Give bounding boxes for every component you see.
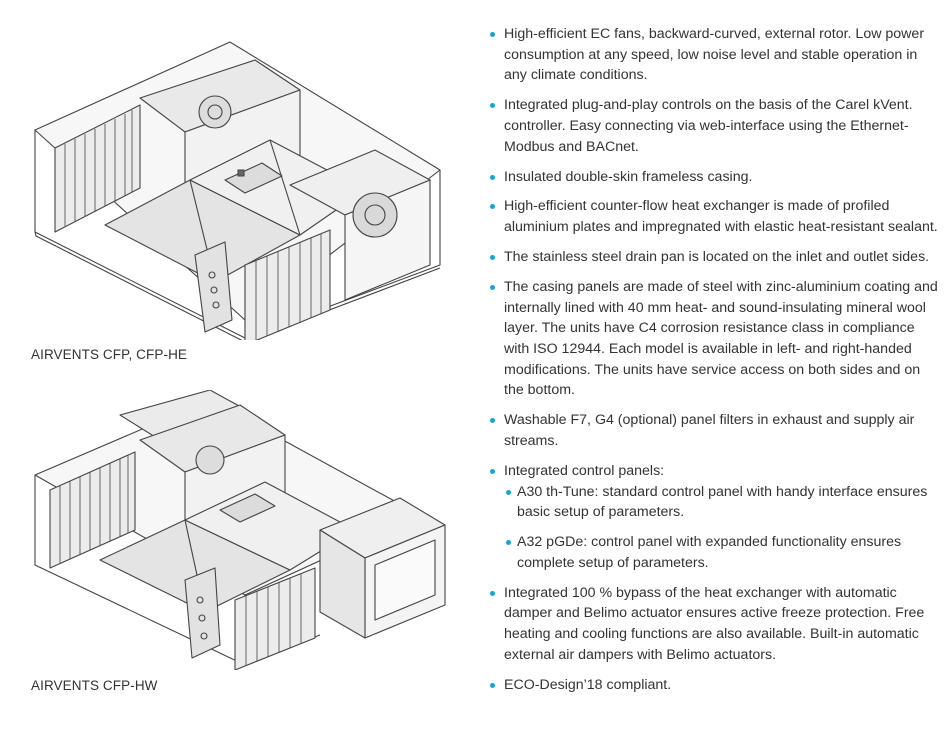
feature-item: Insulated double-skin frameless casing.: [488, 167, 938, 188]
feature-item: The stainless steel drain pan is located…: [488, 247, 938, 268]
illustrations-column: AIRVENTS CFP, CFP-HE: [0, 0, 470, 742]
feature-text: Integrated plug-and-play controls on the…: [504, 97, 913, 155]
feature-text: Washable F7, G4 (optional) panel filters…: [504, 412, 915, 450]
feature-item-control-panels: Integrated control panels: A30 th-Tune: …: [488, 461, 938, 574]
unit-hw-line-drawing: [34, 390, 446, 670]
feature-text: Integrated control panels:: [504, 462, 665, 479]
ventilation-unit-with-heater-illustration: [0, 390, 470, 670]
feature-item: Washable F7, G4 (optional) panel filters…: [488, 410, 938, 451]
control-panel-item: A30 th-Tune: standard control panel with…: [504, 482, 938, 523]
ventilation-unit-illustration: [0, 20, 470, 340]
figure-caption: AIRVENTS CFP-HW: [31, 678, 158, 693]
feature-text: Integrated 100 % bypass of the heat exch…: [504, 584, 925, 663]
control-panel-text: A32 pGDe: control panel with expanded fu…: [517, 534, 902, 571]
feature-list: High-efficient EC fans, backward-curved,…: [488, 24, 938, 695]
feature-text: Insulated double-skin frameless casing.: [504, 168, 753, 185]
feature-item: Integrated 100 % bypass of the heat exch…: [488, 583, 938, 666]
feature-text: High-efficient EC fans, backward-curved,…: [504, 26, 925, 84]
feature-text: High-efficient counter-flow heat exchang…: [504, 198, 938, 236]
feature-item: High-efficient EC fans, backward-curved,…: [488, 24, 938, 86]
unit-line-drawing: [34, 41, 441, 340]
figure-caption: AIRVENTS CFP, CFP-HE: [31, 347, 188, 362]
features-column: High-efficient EC fans, backward-curved,…: [488, 24, 938, 705]
control-panel-text: A30 th-Tune: standard control panel with…: [517, 483, 928, 521]
control-panel-list: A30 th-Tune: standard control panel with…: [504, 482, 938, 574]
feature-item: The casing panels are made of steel with…: [488, 277, 938, 401]
feature-item: ECO-Design’18 compliant.: [488, 675, 938, 696]
feature-text: The stainless steel drain pan is located…: [504, 249, 930, 266]
feature-text: The casing panels are made of steel with…: [504, 278, 938, 399]
feature-text: ECO-Design’18 compliant.: [504, 676, 672, 693]
control-panel-item: A32 pGDe: control panel with expanded fu…: [504, 532, 938, 573]
feature-item: High-efficient counter-flow heat exchang…: [488, 196, 938, 237]
feature-item: Integrated plug-and-play controls on the…: [488, 95, 938, 157]
